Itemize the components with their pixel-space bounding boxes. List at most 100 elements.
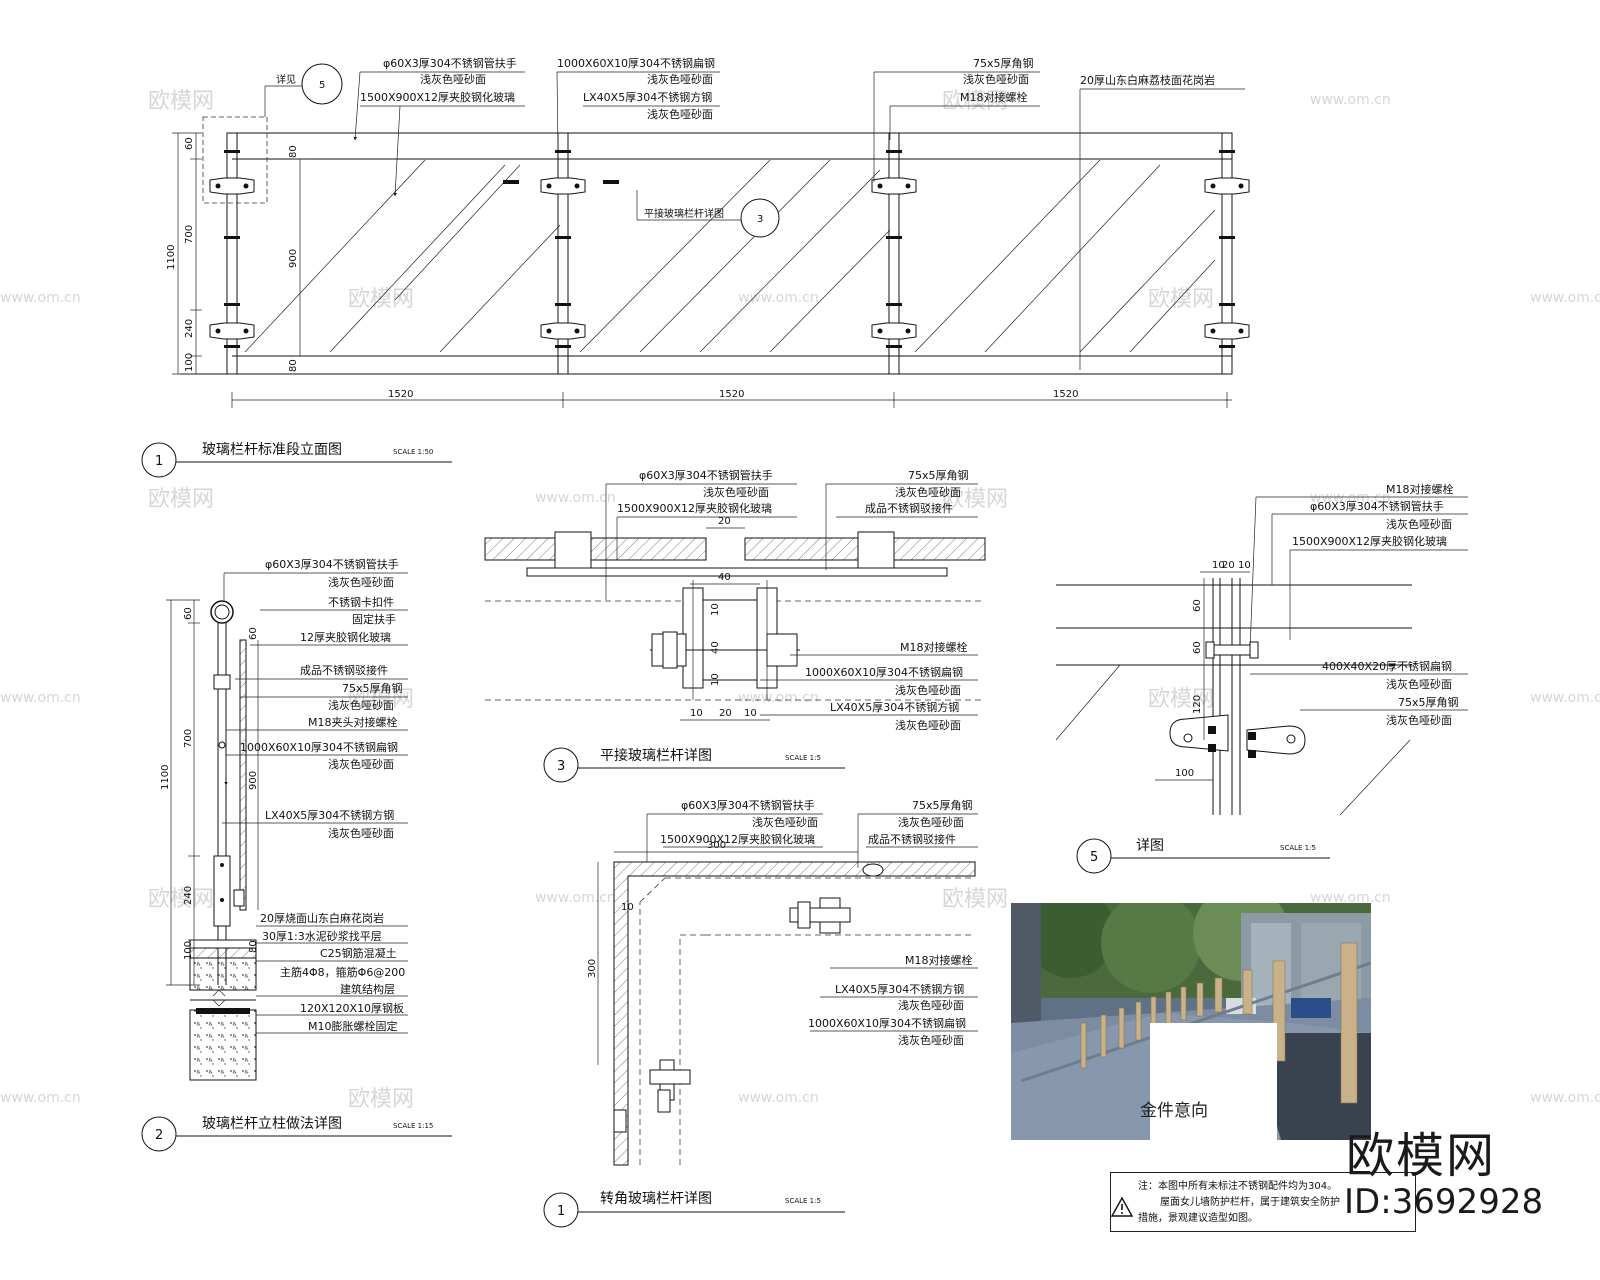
drawing-label: 浅灰色哑砂面: [895, 683, 961, 697]
drawing-label: LX40X5厚304不锈钢方钢: [830, 700, 959, 714]
watermark-url: www.om.cn: [738, 290, 819, 306]
watermark-url: www.om.cn: [535, 890, 616, 906]
posts: [226, 132, 1233, 375]
watermark-url: www.om.cn: [1530, 290, 1600, 306]
clamp: [209, 177, 255, 195]
drawing-label: 20: [718, 516, 731, 527]
drawing-label: 700: [184, 225, 195, 244]
brand-logo: 欧模网: [1346, 1128, 1497, 1184]
drawing-label: 40: [710, 641, 721, 654]
watermark: 欧模网: [348, 1087, 414, 1112]
drawing-label: 1500X900X12厚夹胶钢化玻璃: [360, 90, 515, 104]
note-line: 措施，景观建议造型如图。: [1138, 1213, 1258, 1224]
span-1: 1520: [388, 389, 413, 400]
drawing-label: 浅灰色哑砂面: [328, 698, 394, 712]
drawing-label: 60: [1192, 641, 1203, 654]
drawing-label: 10: [1212, 560, 1225, 571]
drawing-label: 浅灰色哑砂面: [963, 72, 1029, 86]
watermark: 欧模网: [942, 887, 1008, 912]
drawing-label: 2: [155, 1128, 163, 1143]
drawing-label: 浅灰色哑砂面: [898, 998, 964, 1012]
drawing-label: 60: [183, 607, 194, 620]
drawing-label: 详见: [276, 73, 296, 86]
watermark-url: www.om.cn: [738, 690, 819, 706]
watermark-url: www.om.cn: [1310, 490, 1391, 506]
drawing-label: 浅灰色哑砂面: [895, 718, 961, 732]
drawing-label: 75x5厚角钢: [342, 682, 403, 695]
drawing-label: 1: [557, 1204, 565, 1219]
drawing-label: M18对接螺栓: [1386, 482, 1454, 496]
watermark: 欧模网: [348, 287, 414, 312]
drawing-label: 浅灰色哑砂面: [898, 1033, 964, 1047]
drawing-label: φ60X3厚304不锈钢管扶手: [1310, 499, 1444, 513]
drawing-label: 浅灰色哑砂面: [1386, 677, 1452, 691]
drawing-label: M18对接螺栓: [960, 90, 1028, 104]
detail-1-elevation: 60 700 240 100 1100 900 80 80 1520 1520 …: [141, 56, 1250, 478]
watermark: 欧模网: [942, 487, 1008, 512]
glass-hatch: [244, 159, 1216, 353]
reference-photo: [1011, 903, 1371, 1140]
drawing-label: M18对接螺栓: [905, 953, 973, 967]
watermark-url: www.om.cn: [1530, 690, 1600, 706]
drawing-label: 浅灰色哑砂面: [1386, 713, 1452, 727]
drawing-label: 20: [719, 708, 732, 719]
note-line: 注：本图中所有未标注不锈钢配件均为304。: [1138, 1181, 1338, 1192]
drawing-label: φ60X3厚304不锈钢管扶手: [383, 56, 517, 70]
drawing-label: 120: [1192, 695, 1203, 714]
note-text: 注：本图中所有未标注不锈钢配件均为304。 屋面女儿墙防护栏杆，属于建筑安全防护…: [1138, 1179, 1408, 1227]
drawing-label: 建筑结构层: [340, 982, 395, 996]
detail-2-scale: SCALE 1:15: [393, 1122, 433, 1130]
drawing-label: 900: [288, 249, 299, 268]
detail-3-scale: SCALE 1:5: [785, 754, 821, 762]
drawing-label: 60: [184, 137, 195, 150]
detail-1-scale: SCALE 1:50: [393, 448, 433, 456]
drawing-label: 1000X60X10厚304不锈钢扁钢: [240, 741, 398, 754]
drawing-label: 1000X60X10厚304不锈钢扁钢: [808, 1017, 966, 1030]
drawing-label: 浅灰色哑砂面: [1386, 517, 1452, 531]
watermark-url: www.om.cn: [0, 690, 81, 706]
drawing-label: LX40X5厚304不锈钢方钢: [265, 808, 394, 822]
drawing-label: 浅灰色哑砂面: [420, 72, 486, 86]
drawing-label: 成品不锈钢驳接件: [868, 833, 956, 846]
drawing-label: 1000X60X10厚304不锈钢扁钢: [805, 666, 963, 679]
detail-4-title: 转角玻璃栏杆详图: [600, 1190, 712, 1207]
drawing-label: 1: [155, 454, 163, 469]
drawing-label: 120X120X10厚钢板: [300, 1001, 404, 1015]
glass-panel-section: [239, 639, 247, 911]
drawing-label: 浅灰色哑砂面: [703, 485, 769, 499]
drawing-label: 1100: [160, 765, 171, 790]
drawing-label: 12厚夹胶钢化玻璃: [300, 630, 391, 644]
detail-4-corner: 300 300 10 φ60X3厚304不锈钢管扶手 浅灰色哑砂面 1500X9…: [543, 798, 978, 1228]
drawing-label: 10: [710, 673, 721, 686]
watermark-url: www.om.cn: [738, 1090, 819, 1106]
drawing-label: 60: [248, 627, 259, 640]
drawing-label: 400X40X20厚不锈钢扁钢: [1322, 660, 1452, 673]
detail-5-title: 详图: [1136, 838, 1164, 854]
callout-circle: [740, 198, 780, 238]
drawing-label: 300: [707, 840, 726, 851]
clamp: [540, 322, 586, 340]
drawing-label: 75x5厚角钢: [908, 469, 969, 482]
watermark-url: www.om.cn: [0, 1090, 81, 1106]
drawing-label: 1000X60X10厚304不锈钢扁钢: [557, 57, 715, 70]
drawing-label: 75x5厚角钢: [1398, 696, 1459, 709]
drawing-label: 浅灰色哑砂面: [898, 815, 964, 829]
drawing-label: M18夹头对接螺栓: [308, 715, 398, 729]
drawing-label: 固定扶手: [352, 612, 396, 626]
drawing-label: 700: [183, 729, 194, 748]
drawing-label: 100: [183, 941, 194, 960]
drawing-label: 100: [1175, 768, 1194, 779]
drawing-label: 80: [288, 145, 299, 158]
drawing-label: 1500X900X12厚夹胶钢化玻璃: [660, 832, 815, 846]
drawing-label: 20: [1222, 560, 1235, 571]
drawing-label: 300: [587, 959, 598, 978]
drawing-label: 240: [183, 886, 194, 905]
detail-number-circle: [141, 442, 177, 478]
clamp: [871, 322, 917, 340]
watermark-url: www.om.cn: [535, 490, 616, 506]
watermark-url: www.om.cn: [1310, 92, 1391, 108]
drawing-label: 平接玻璃栏杆详图: [644, 207, 724, 220]
photo-mask: [1150, 1023, 1277, 1140]
drawing-label: LX40X5厚304不锈钢方钢: [583, 90, 712, 104]
